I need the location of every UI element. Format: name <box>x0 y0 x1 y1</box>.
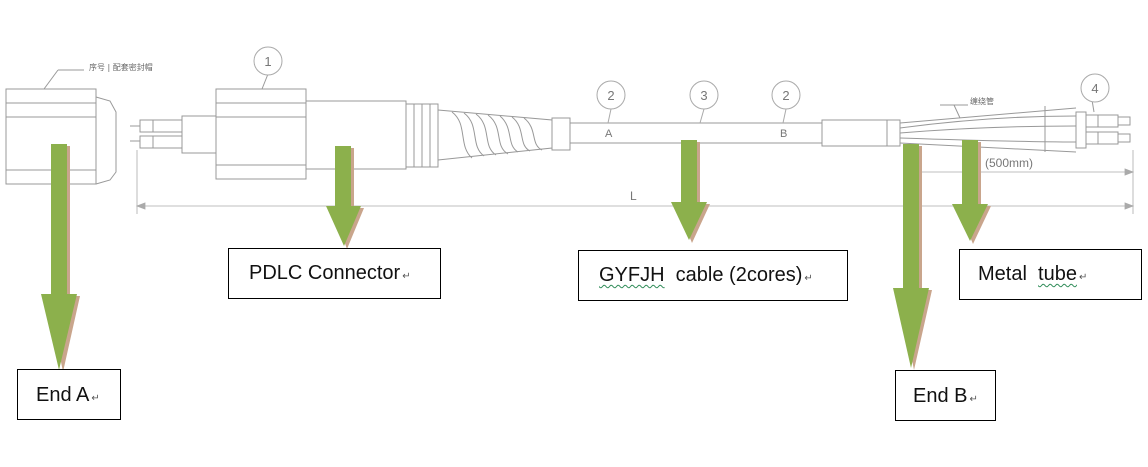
breakout-fanout <box>899 104 1077 153</box>
gyfjh-cable-rest: cable (2cores) <box>664 264 803 286</box>
segment-a-label: A <box>605 128 613 140</box>
metal-label: Metal <box>978 263 1027 285</box>
balloon-4-text: 4 <box>1091 81 1098 96</box>
metal-tube-label-box: Metal tube↵ <box>959 249 1142 300</box>
arrows <box>41 140 991 372</box>
end-b-label: End B <box>913 385 968 407</box>
balloon-2a-text: 2 <box>607 88 614 103</box>
strain-relief-boot <box>437 109 571 161</box>
arrow-pdlc <box>326 146 361 246</box>
return-mark: ↵ <box>969 394 978 405</box>
cap-note: 序号 | 配套密封帽 <box>89 62 153 72</box>
dim-length-label: L <box>630 189 637 203</box>
return-mark: ↵ <box>402 271 411 282</box>
gyfjh-cable-prefix: GYFJH <box>599 264 665 286</box>
connector-pins <box>130 115 217 154</box>
return-mark: ↵ <box>804 273 813 284</box>
end-a-label: End A <box>36 384 90 406</box>
dim-breakout-label: (500mm) <box>985 156 1033 170</box>
pdlc-connector-label-box: PDLC Connector↵ <box>228 248 441 299</box>
segment-b-label: B <box>780 128 787 140</box>
tube-note: 缠绕管 <box>970 96 994 106</box>
part-balloons <box>253 46 1110 110</box>
pdlc-connector-body <box>215 73 439 180</box>
end-b-label-box: End B↵ <box>895 370 996 421</box>
arrow-cable <box>671 140 707 240</box>
return-mark: ↵ <box>1078 272 1088 283</box>
end-a-label-box: End A↵ <box>17 369 121 420</box>
pdlc-connector-label: PDLC Connector <box>249 262 401 284</box>
return-mark: ↵ <box>91 393 100 404</box>
end-b-connector <box>1075 99 1131 149</box>
gyfjh-cable-label-box: GYFJH cable (2cores)↵ <box>578 250 848 301</box>
balloon-4 <box>1080 73 1110 103</box>
arrow-end-a <box>41 144 77 370</box>
balloon-1 <box>253 46 283 76</box>
balloon-1-text: 1 <box>264 54 271 69</box>
balloon-3-text: 3 <box>700 88 707 103</box>
gyfjh-cable-line <box>570 119 901 147</box>
arrow-metal-tube <box>952 140 988 241</box>
arrow-end-b <box>893 144 929 368</box>
tube-label: tube <box>1038 263 1077 285</box>
balloon-2b-text: 2 <box>782 88 789 103</box>
